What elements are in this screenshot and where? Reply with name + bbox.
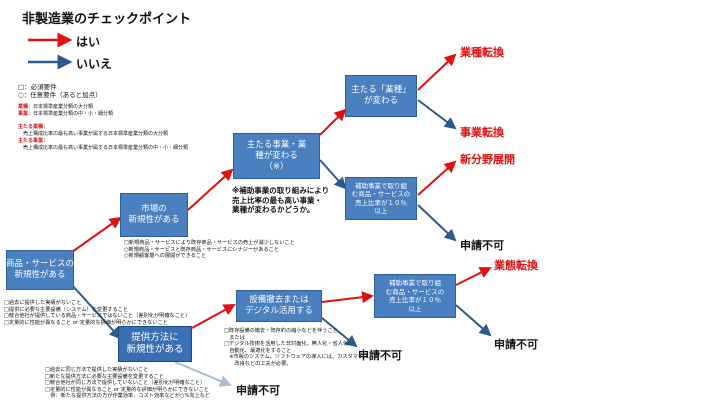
result-new-field: 新分野展開	[460, 153, 515, 166]
node-subsidy-ratio-bottom: 補助事業で取り組 む商品・サービスの 売上比率が１０％ 以上	[374, 274, 456, 318]
node-subsidy-ratio-top: 補助事業で取り組 む商品・サービスの 売上比率が１０％ 以上	[345, 177, 417, 220]
arrow-offering-not-eligible	[174, 361, 232, 387]
note-offering: □過去に同じ方法で提供した実績がないこと □新たな提供方法に必要な主要設備を変更…	[45, 367, 211, 400]
key-main-business: 主たる事業： 売上構成比率の最も高い事業が属する日本標準産業分類の中・小・細分類	[18, 138, 189, 151]
arrow-main-subsidy	[319, 159, 347, 190]
page-title: 非製造業のチェックポイント	[22, 12, 192, 27]
arrow-product-offering	[71, 284, 122, 340]
node-main-business-change: 主たる事業・業 種が変わる （※）	[233, 133, 320, 179]
result-not-eligible-3: 申請不可	[358, 349, 402, 362]
arrow-market-main	[187, 168, 234, 211]
node-main-industry-change: 主たる「業種」 が変わる	[345, 75, 417, 117]
node-product-novelty: 商品・サービスの 新規性がある	[6, 250, 74, 290]
key-industry: 業種：日本標準産業分類の大分類	[18, 104, 94, 110]
arrow-to-new-field	[417, 160, 457, 196]
result-industry-change: 業種転換	[460, 46, 504, 59]
node-equipment-digital: 設備撤去または デジタル活用する	[236, 290, 322, 322]
arrow-equipment-subsidy	[321, 291, 374, 304]
legend-yes-label: はい	[76, 35, 101, 49]
result-business-change: 事業転換	[460, 126, 504, 139]
arrow-main-industry	[319, 108, 347, 136]
arrow-offering-equipment	[191, 304, 236, 329]
note-market: □新規商品・サービスにより既存商品・サービスの売上が減少しないこと ○新規商品・…	[124, 240, 295, 260]
legend-no-label: いいえ	[76, 57, 113, 71]
key-optional: ○：任意要件（あると加点）	[18, 91, 102, 99]
note-equipment: □既存設備の撤去・既存釣の縮小などを伴うこと または □デジタル技術を活用した非…	[224, 328, 374, 367]
key-business: 事業：日本標準産業分類の中・小・細分類	[18, 111, 114, 117]
node-market-novelty: 市場の 新規性がある	[120, 193, 188, 237]
result-not-eligible-4: 申請不可	[236, 384, 280, 397]
arrow-to-not-eligible-2	[455, 304, 492, 337]
arrow-to-industry-change	[417, 53, 457, 91]
node-offering-novelty: 提供方法に 新規性がある	[118, 326, 192, 362]
note-product: □過去に提供した実績がないこと □提供に必要な主要設備（システム）を変更すること…	[4, 300, 191, 326]
arrow-equipment-not-eligible	[321, 317, 358, 348]
key-main-industry: 主たる業種： 売上構成比率の最も高い事業が属する日本標準産業分類の大分類	[18, 124, 169, 137]
arrow-to-business-change	[417, 99, 457, 130]
arrow-to-format-change	[455, 267, 492, 286]
key-required: □：必須要件	[18, 83, 57, 91]
arrow-to-not-eligible-1	[417, 204, 457, 242]
note-main-business: ※補助事業の取り組みにより 売上比率の最も高い事業・ 業種が変わるかどうか。	[232, 186, 330, 214]
arrow-product-market	[71, 216, 122, 253]
result-not-eligible-1: 申請不可	[460, 239, 504, 252]
result-not-eligible-2: 申請不可	[494, 338, 538, 351]
result-format-change: 業態転換	[494, 259, 538, 272]
